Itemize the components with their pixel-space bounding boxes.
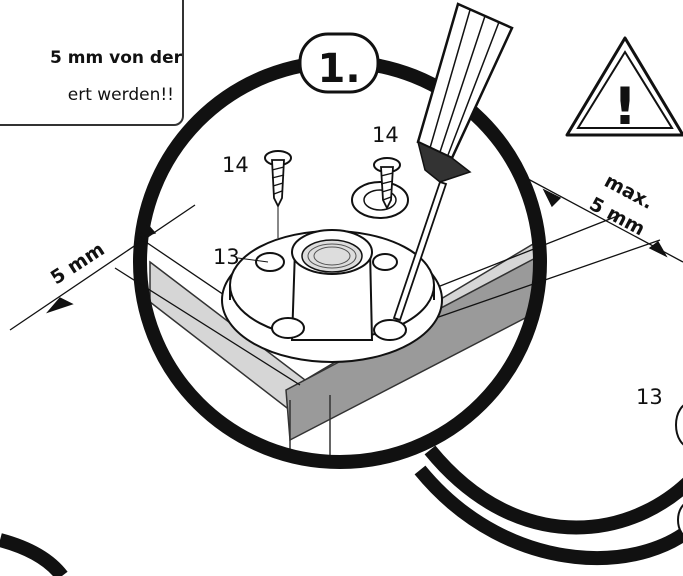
dimension-left <box>9 204 321 386</box>
screw-right-icon <box>373 157 401 211</box>
second-magnifier-arc <box>0 533 68 576</box>
warning-icon: ! <box>565 36 683 137</box>
fitting-assembly <box>221 229 443 363</box>
dimension-right <box>429 171 683 321</box>
instruction-note-box <box>0 0 184 126</box>
step-number: 1. <box>317 46 360 92</box>
dimension-left-label: 5 mm <box>47 238 109 289</box>
callout-part-13: 13 <box>213 245 240 269</box>
hinge-plate <box>351 181 409 219</box>
instruction-note-line2: ert werden!! <box>67 85 174 105</box>
callout-part-13-right: 13 <box>636 385 663 409</box>
callout-screw-left: 14 <box>222 153 249 177</box>
warning-symbol: ! <box>613 77 637 137</box>
part-13-right-icon <box>675 404 683 446</box>
magnifier-tail <box>424 445 683 535</box>
callout-screw-right: 14 <box>372 123 399 147</box>
screwdriver-icon <box>392 2 514 322</box>
step-badge: 1. <box>298 32 380 94</box>
screw-left-icon <box>264 150 292 238</box>
instruction-note-line1: 5 mm von der <box>50 48 182 68</box>
